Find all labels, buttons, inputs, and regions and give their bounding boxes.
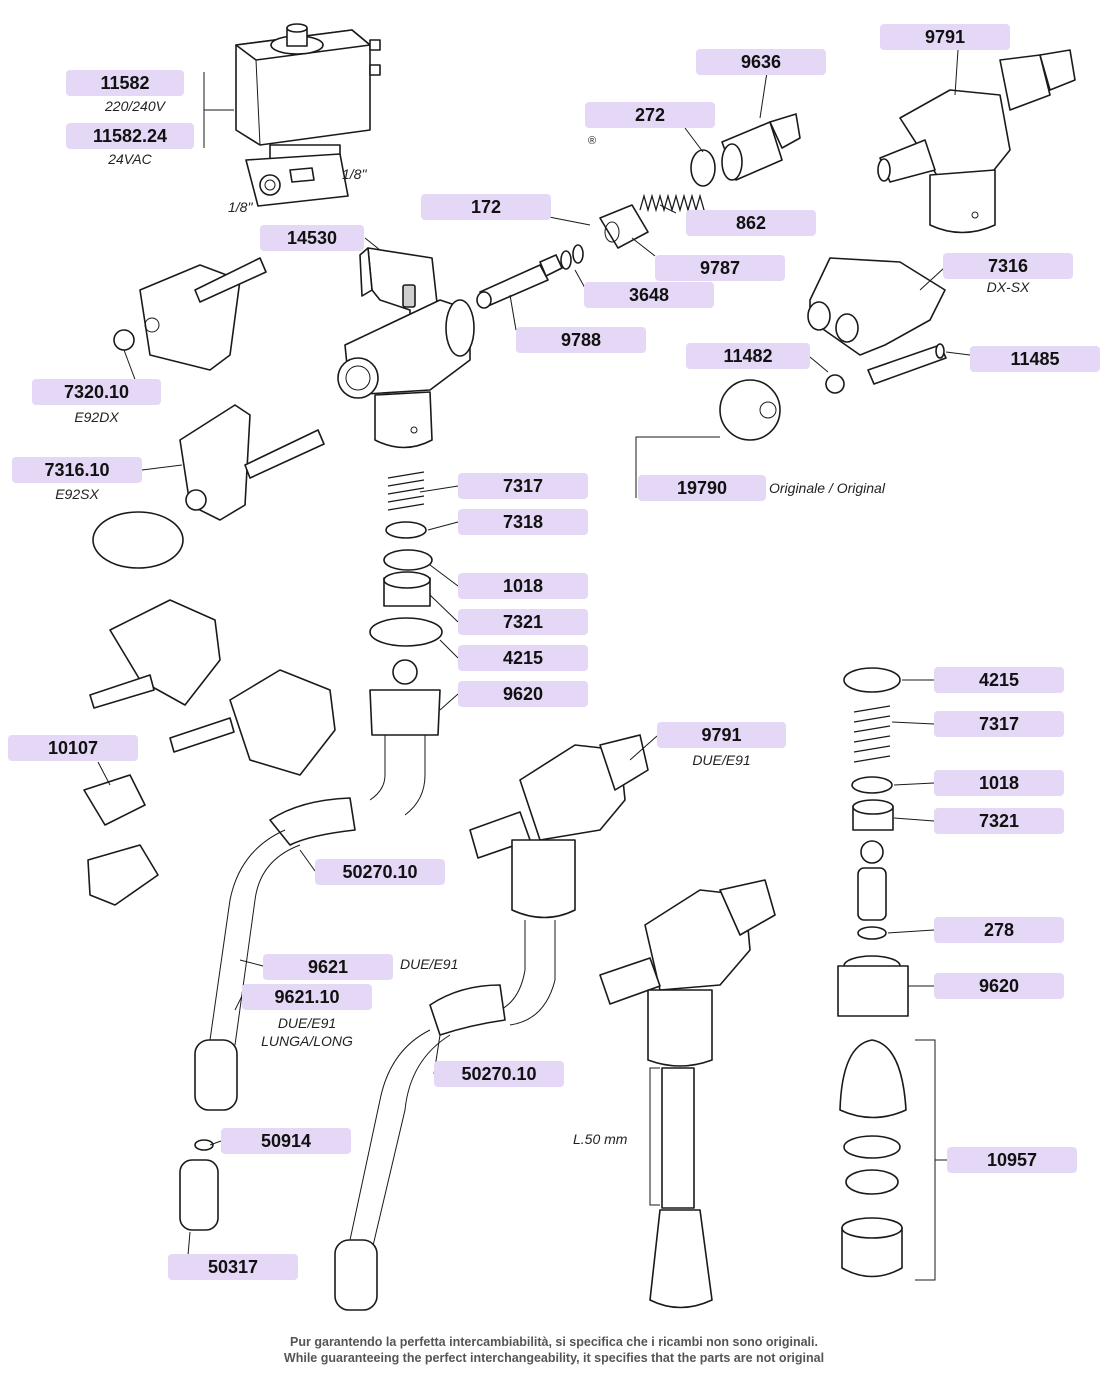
- part-label-7317-right: 7317: [934, 711, 1064, 737]
- thread-size-note-left: 1/8": [228, 199, 253, 215]
- part-label-172: 172: [421, 194, 551, 220]
- disclaimer-italian: Pur garantendo la perfetta intercambiabi…: [290, 1335, 818, 1349]
- part-note-9621: DUE/E91: [400, 956, 459, 972]
- part-note-7320-10: E92DX: [74, 409, 119, 425]
- center-stack-drawing: [194, 471, 443, 1111]
- disclaimer-english: While guaranteeing the perfect interchan…: [283, 1351, 825, 1365]
- length-note: L.50 mm: [573, 1131, 628, 1147]
- part-note-11582: 220/240V: [105, 98, 165, 114]
- part-label-1018-right: 1018: [934, 770, 1064, 796]
- cap-drawing-b: [87, 844, 159, 906]
- part-label-7317: 7317: [458, 473, 588, 499]
- part-label-272: 272: [585, 102, 715, 128]
- part-label-7316: 7316: [943, 253, 1073, 279]
- part-label-9791-mid: 9791: [657, 722, 786, 748]
- part-note-19790: Originale / Original: [769, 480, 885, 496]
- lever-drawing-7316: [807, 257, 947, 394]
- part-label-9636: 9636: [696, 49, 826, 75]
- part-label-9791-top: 9791: [880, 24, 1010, 50]
- leader-lines: [97, 49, 971, 1268]
- valve-body-drawing-low: [599, 879, 776, 1309]
- part-note-7316: DX-SX: [986, 279, 1030, 295]
- part-label-4215-right: 4215: [934, 667, 1064, 693]
- right-stack-drawing: [837, 667, 909, 1278]
- part-label-10107: 10107: [8, 735, 138, 761]
- part-label-9621-10: 9621.10: [242, 984, 372, 1010]
- valve-body-drawing-mid: [334, 734, 649, 1311]
- part-label-7316-10: 7316.10: [12, 457, 142, 483]
- part-note-9791-mid: DUE/E91: [692, 752, 751, 768]
- part-note-9621-10-b: LUNGA/LONG: [261, 1033, 353, 1049]
- tip-drawing: [179, 1159, 219, 1231]
- part-note-9621-10-a: DUE/E91: [277, 1015, 337, 1031]
- part-label-9787: 9787: [655, 255, 785, 281]
- part-label-3648: 3648: [584, 282, 714, 308]
- part-label-9788: 9788: [516, 327, 646, 353]
- knob-drawing: [719, 379, 781, 441]
- part-label-10957: 10957: [947, 1147, 1077, 1173]
- lever-drawing-7320: [113, 257, 267, 371]
- thread-size-note-right: 1/8": [342, 166, 367, 182]
- part-label-4215: 4215: [458, 645, 588, 671]
- part-label-11482: 11482: [686, 343, 810, 369]
- part-label-11582: 11582: [66, 70, 184, 96]
- part-label-1018: 1018: [458, 573, 588, 599]
- part-label-9620-right: 9620: [934, 973, 1064, 999]
- part-label-7321-right: 7321: [934, 808, 1064, 834]
- valve-body-drawing-top: [877, 49, 1076, 234]
- part-label-9621: 9621: [263, 954, 393, 980]
- part-label-11582-24: 11582.24: [66, 123, 194, 149]
- part-note-7316-10: E92SX: [55, 486, 99, 502]
- part-label-50914: 50914: [221, 1128, 351, 1154]
- registered-mark: ®: [588, 135, 597, 147]
- part-label-7318: 7318: [458, 509, 588, 535]
- part-label-14530: 14530: [260, 225, 364, 251]
- part-label-11485: 11485: [970, 346, 1100, 372]
- part-note-11582-24: 24VAC: [108, 151, 152, 167]
- part-label-7320-10: 7320.10: [32, 379, 161, 405]
- part-label-50317: 50317: [168, 1254, 298, 1280]
- lever-drawing-7316-10: [92, 404, 325, 569]
- solenoid-valve-drawing: [235, 23, 381, 207]
- cap-drawing-a: [83, 774, 146, 826]
- lever-drawing-a: [89, 599, 221, 709]
- group-valve-drawing: [337, 113, 801, 449]
- part-label-50270-10-a: 50270.10: [315, 859, 445, 885]
- part-label-19790: 19790: [638, 475, 766, 501]
- part-label-278: 278: [934, 917, 1064, 943]
- part-label-9620: 9620: [458, 681, 588, 707]
- lever-drawing-b: [169, 669, 336, 776]
- part-label-7321: 7321: [458, 609, 588, 635]
- part-label-50270-10-b: 50270.10: [434, 1061, 564, 1087]
- part-label-862: 862: [686, 210, 816, 236]
